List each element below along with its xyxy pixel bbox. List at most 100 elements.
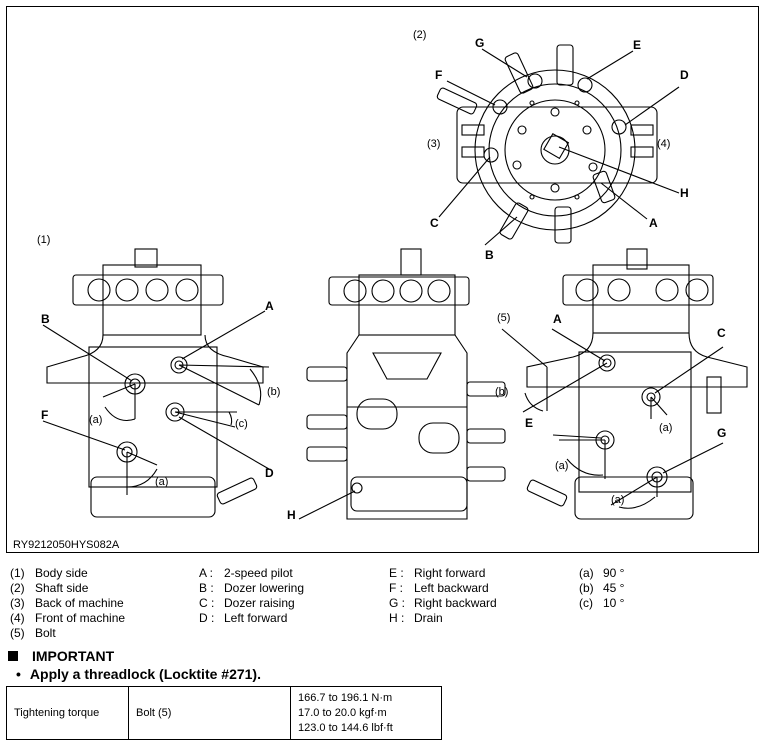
torque-value-kgfm: 17.0 to 20.0 kgf·m: [298, 706, 387, 719]
angle-a-left-2: (a): [155, 476, 168, 488]
legend-text: Dozer lowering: [224, 581, 305, 595]
label-H-center: H: [287, 508, 296, 522]
angle-a-right-2: (a): [555, 460, 568, 472]
legend-row: F : Left backward: [389, 581, 497, 596]
label-A-top: A: [649, 216, 658, 230]
label-D-top: D: [680, 68, 689, 82]
legend-key: C :: [199, 596, 215, 610]
important-label: IMPORTANT: [32, 648, 115, 664]
label-C-top: C: [430, 216, 439, 230]
legend-key: (5): [10, 626, 25, 640]
angle-c-left: (c): [235, 418, 248, 430]
view-label-2: (2): [413, 29, 426, 41]
angle-a-right-3: (a): [611, 494, 624, 506]
square-bullet-icon: [8, 651, 18, 661]
label-F-top: F: [435, 68, 442, 82]
legend-key: D :: [199, 611, 215, 625]
legend-row: B : Dozer lowering: [199, 581, 304, 596]
legend-key: G :: [389, 596, 406, 610]
body-side-view-left: [42, 248, 270, 518]
legend-key: F :: [389, 581, 403, 595]
legend-row: (b) 45 °: [579, 581, 624, 596]
label-C-right: C: [717, 326, 726, 340]
view-label-1: (1): [37, 234, 50, 246]
label-G-top: G: [475, 36, 484, 50]
legend-row: G : Right backward: [389, 596, 497, 611]
legend-key: (3): [10, 596, 25, 610]
torque-value-nm: 166.7 to 196.1 N·m: [298, 691, 393, 704]
legend-text: Left forward: [224, 611, 288, 625]
bullet-icon: •: [16, 666, 21, 682]
legend-row: E : Right forward: [389, 566, 497, 581]
legend-row: (5) Bolt: [10, 626, 125, 641]
torque-item-cell: Bolt (5): [128, 686, 291, 740]
label-B-left: B: [41, 312, 50, 326]
torque-values-cell: 166.7 to 196.1 N·m 17.0 to 20.0 kgf·m 12…: [290, 686, 442, 740]
swivel-joint-drawing: (2) G E F D (3) (4) H C A B (1) B A (b) …: [37, 29, 748, 522]
legend-text: Bolt: [35, 626, 56, 640]
legend-text: Shaft side: [35, 581, 89, 595]
torque-value-lbfft: 123.0 to 144.6 lbf·ft: [298, 721, 393, 734]
legend-views: (1) Body side (2) Shaft side (3) Back of ma…: [10, 566, 125, 641]
legend-text: Front of machine: [35, 611, 126, 625]
label-E-right: E: [525, 416, 533, 430]
legend-text: 10 °: [603, 596, 625, 610]
legend-row: (2) Shaft side: [10, 581, 125, 596]
instruction-text: Apply a threadlock (Locktite #271).: [29, 666, 261, 682]
legend-text: Right backward: [414, 596, 497, 610]
important-heading: IMPORTANT: [8, 648, 114, 664]
angle-b-left: (b): [267, 386, 280, 398]
legend-row: (a) 90 °: [579, 566, 624, 581]
view-label-5: (5): [497, 312, 510, 324]
angle-a-right-1: (a): [659, 422, 672, 434]
label-B-top: B: [485, 248, 494, 262]
label-E-top: E: [633, 38, 641, 52]
legend-row: (4) Front of machine: [10, 611, 125, 626]
legend-text: 45 °: [603, 581, 625, 595]
legend-text: 2-speed pilot: [224, 566, 293, 580]
legend-text: Body side: [35, 566, 88, 580]
label-F-left: F: [41, 408, 48, 422]
legend-key: (4): [10, 611, 25, 625]
legend-key: A :: [199, 566, 214, 580]
legend-text: Drain: [414, 611, 443, 625]
label-A-right: A: [553, 312, 562, 326]
legend-key: B :: [199, 581, 214, 595]
angle-b-right: (b): [495, 386, 508, 398]
legend-ports-1: A : 2-speed pilot B : Dozer lowering C : Do…: [199, 566, 304, 626]
legend-text: Right forward: [414, 566, 486, 580]
angle-a-left-1: (a): [89, 414, 102, 426]
label-G-right: G: [717, 426, 726, 440]
legend-row: (1) Body side: [10, 566, 125, 581]
legend-key: (2): [10, 581, 25, 595]
figure-frame: (2) G E F D (3) (4) H C A B (1) B A (b) …: [6, 6, 759, 553]
torque-table: Tightening torque Bolt (5) 166.7 to 196.…: [6, 686, 442, 740]
legend-row: D : Left forward: [199, 611, 304, 626]
legend-row: C : Dozer raising: [199, 596, 304, 611]
body-side-view-right: [501, 248, 748, 520]
legend-row: A : 2-speed pilot: [199, 566, 304, 581]
legend-angles: (a) 90 ° (b) 45 ° (c) 10 °: [579, 566, 624, 611]
label-D-left: D: [265, 466, 274, 480]
legend-text: Back of machine: [35, 596, 124, 610]
table-row: Tightening torque Bolt (5) 166.7 to 196.…: [6, 686, 442, 740]
legend-key: (c): [579, 596, 593, 610]
legend-row: (3) Back of machine: [10, 596, 125, 611]
legend-row: H : Drain: [389, 611, 497, 626]
legend-ports-2: E : Right forward F : Left backward G : Rig…: [389, 566, 497, 626]
figure-code: RY9212050HYS082A: [13, 539, 120, 551]
legend-key: (1): [10, 566, 25, 580]
view-label-3: (3): [427, 138, 440, 150]
label-H-top: H: [680, 186, 689, 200]
view-label-4: (4): [657, 138, 670, 150]
legend-text: 90 °: [603, 566, 625, 580]
body-side-view-center: [298, 248, 506, 520]
legend-key: (a): [579, 566, 594, 580]
legend-key: H :: [389, 611, 405, 625]
legend-row: (c) 10 °: [579, 596, 624, 611]
legend-key: (b): [579, 581, 594, 595]
torque-label-cell: Tightening torque: [6, 686, 129, 740]
legend-key: E :: [389, 566, 404, 580]
legend-text: Dozer raising: [224, 596, 295, 610]
legend-text: Left backward: [414, 581, 489, 595]
